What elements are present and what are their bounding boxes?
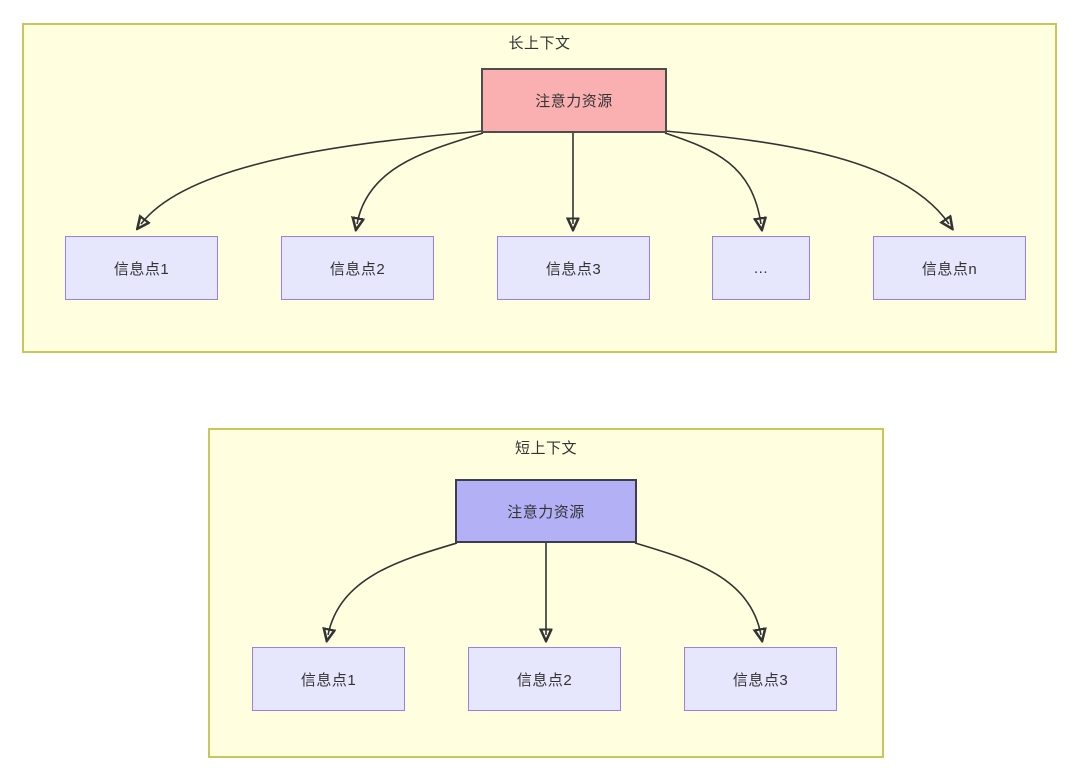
node-long-info-1[interactable]: 信息点1 (65, 236, 218, 300)
panel-long-context-title: 长上下文 (508, 35, 571, 52)
node-short-info-3[interactable]: 信息点3 (684, 647, 837, 711)
node-long-info-n[interactable]: 信息点n (873, 236, 1026, 300)
node-short-info-2-label: 信息点2 (516, 671, 573, 689)
node-short-info-3-label: 信息点3 (732, 671, 789, 689)
node-long-info-3[interactable]: 信息点3 (497, 236, 650, 300)
node-short-attention-resource[interactable]: 注意力资源 (455, 479, 637, 543)
panel-short-context-title: 短上下文 (514, 440, 577, 457)
node-long-info-2[interactable]: 信息点2 (281, 236, 434, 300)
node-short-info-2[interactable]: 信息点2 (468, 647, 621, 711)
node-short-info-1[interactable]: 信息点1 (252, 647, 405, 711)
node-short-info-1-label: 信息点1 (300, 671, 357, 689)
node-long-info-2-label: 信息点2 (329, 260, 386, 278)
node-short-attention-resource-label: 注意力资源 (507, 503, 585, 521)
node-long-attention-resource[interactable]: 注意力资源 (481, 68, 667, 133)
node-long-info-n-label: 信息点n (921, 260, 978, 278)
node-long-info-ellipsis[interactable]: ... (712, 236, 810, 300)
node-long-info-ellipsis-label: ... (753, 259, 768, 277)
node-long-attention-resource-label: 注意力资源 (535, 93, 613, 110)
node-long-info-3-label: 信息点3 (545, 260, 602, 278)
node-long-info-1-label: 信息点1 (113, 260, 170, 278)
